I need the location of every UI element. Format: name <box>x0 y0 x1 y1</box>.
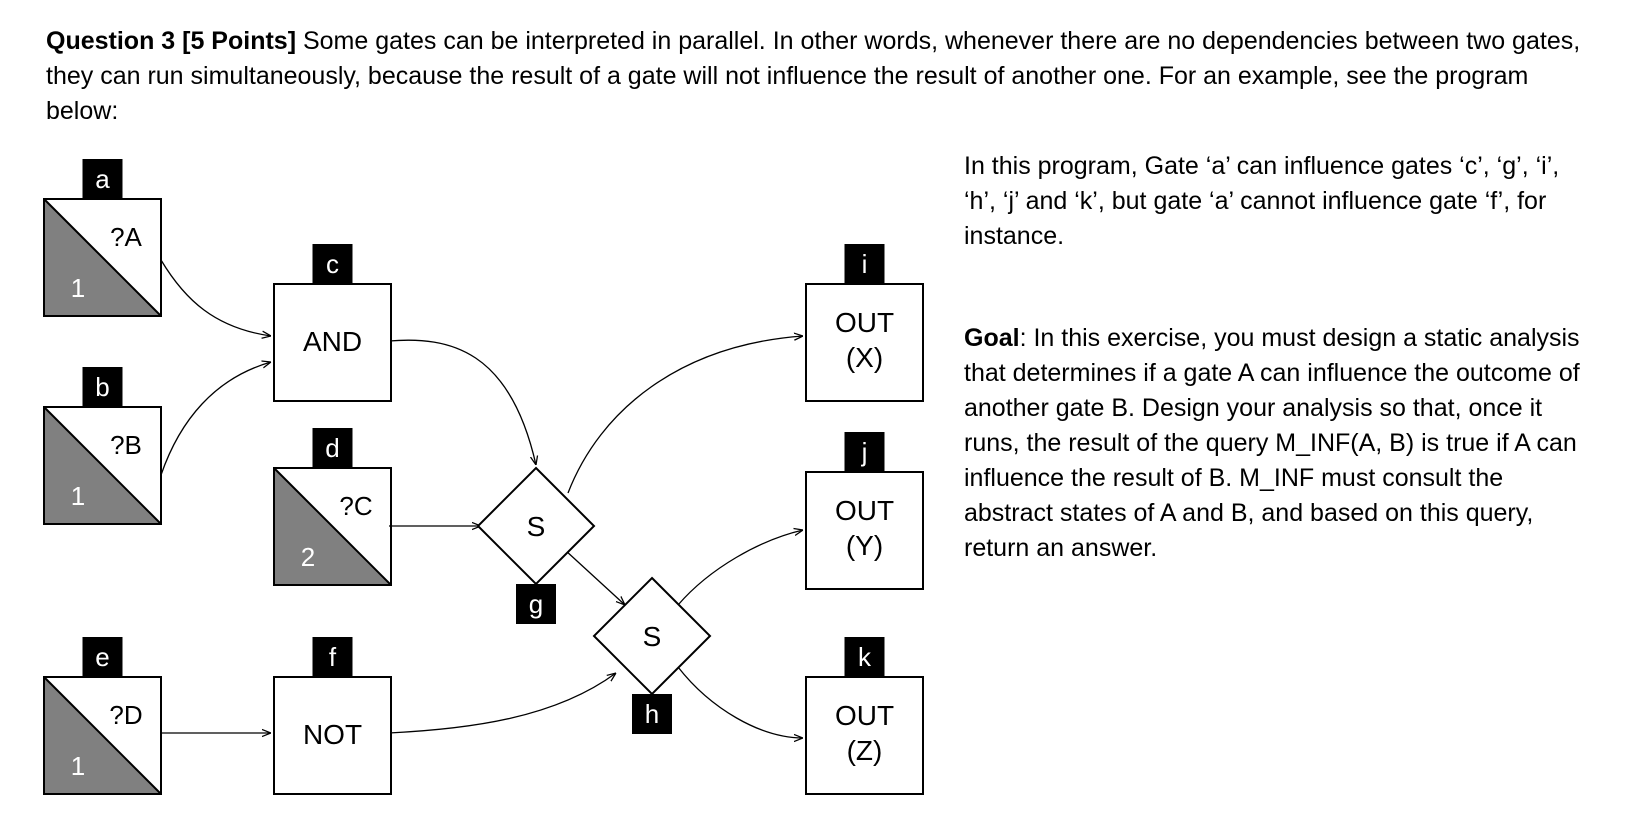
output-box <box>805 471 924 590</box>
selector-gate-h: Sh <box>592 576 712 734</box>
input-num-label: 2 <box>301 542 315 572</box>
input-gate-e-tag-label: e <box>95 642 109 672</box>
op-label: NOT <box>303 719 362 750</box>
edge-b-c <box>160 362 271 476</box>
output-gate-k-tag-label: k <box>858 642 872 672</box>
op-box <box>273 676 392 795</box>
input-var-label: ?B <box>110 430 142 460</box>
example-paragraph: In this program, Gate ‘a’ can influence … <box>964 152 1560 250</box>
selector-gate-g: Sg <box>476 466 596 624</box>
output-gate-i-tag <box>844 244 885 284</box>
op-gate-c: AND c <box>273 244 392 402</box>
question-intro: Some gates can be interpreted in paralle… <box>46 27 1581 125</box>
output-label-line1: OUT <box>835 307 894 338</box>
output-label-line1: OUT <box>835 495 894 526</box>
selector-gate-h-tag <box>632 694 672 734</box>
input-num-label: 1 <box>71 481 85 511</box>
goal-text: : In this exercise, you must design a st… <box>964 324 1580 562</box>
input-gate-d-tag <box>312 428 353 468</box>
selector-gate-h-tag-label: h <box>645 699 659 729</box>
input-gate-a-tag-label: a <box>95 164 110 194</box>
edge-h-k <box>677 666 803 738</box>
selector-gate-g-tag <box>516 584 556 624</box>
output-gate-i: OUT (X) i <box>805 244 924 402</box>
input-gate-b-tag <box>82 367 123 407</box>
output-label-line2: (Y) <box>846 530 883 561</box>
output-box <box>805 283 924 402</box>
op-gate-c-tag <box>312 244 353 284</box>
op-gate-f-tag <box>312 637 353 677</box>
selector-label: S <box>643 621 662 652</box>
input-gate-b: ?B 1 b <box>43 367 162 525</box>
op-gate-c-tag-label: c <box>326 249 339 279</box>
output-label-line1: OUT <box>835 700 894 731</box>
input-gate-e: ?D 1 e <box>43 637 162 795</box>
question-text: Question 3 [5 Points] Some gates can be … <box>46 24 1591 129</box>
selector-label: S <box>527 511 546 542</box>
input-diagonal <box>43 406 162 525</box>
selector-gate-g-tag-label: g <box>529 589 543 619</box>
input-var-label: ?C <box>339 491 372 521</box>
goal-paragraph: Goal: In this exercise, you must design … <box>964 321 1584 566</box>
input-var-label: ?A <box>110 222 142 252</box>
input-var-label: ?D <box>109 700 142 730</box>
edge-g-h <box>564 549 625 605</box>
input-gate-a-tag <box>82 159 123 199</box>
op-gate-f-tag-label: f <box>329 642 337 672</box>
goal-label: Goal <box>964 324 1020 352</box>
input-gate-e-tag <box>82 637 123 677</box>
op-label: AND <box>303 326 362 357</box>
input-gate-a: ?A 1 a <box>43 159 162 317</box>
input-gate-b-tag-label: b <box>95 372 109 402</box>
output-gate-j-tag <box>844 432 885 472</box>
connections <box>160 259 803 738</box>
question-heading: Question 3 [5 Points] <box>46 27 297 55</box>
output-gate-j: OUT (Y) j <box>805 432 924 590</box>
edge-h-j <box>677 530 803 606</box>
edge-g-i <box>567 336 803 494</box>
input-diagonal <box>273 467 392 586</box>
input-gate-d-tag-label: d <box>325 433 339 463</box>
output-box <box>805 676 924 795</box>
output-gate-j-tag-label: j <box>861 437 868 467</box>
input-diagonal <box>43 676 162 795</box>
edge-f-h <box>388 673 616 734</box>
op-gate-f: NOT f <box>273 637 392 795</box>
input-gate-d: ?C 2 d <box>273 428 392 586</box>
output-gate-k: OUT (Z) k <box>805 637 924 795</box>
input-num-label: 1 <box>71 273 85 303</box>
output-label-line2: (Z) <box>847 735 883 766</box>
op-box <box>273 283 392 402</box>
output-gate-k-tag <box>844 637 885 677</box>
edge-a-c <box>160 259 271 336</box>
edge-c-g <box>388 339 536 465</box>
input-diagonal <box>43 198 162 317</box>
input-num-label: 1 <box>71 751 85 781</box>
output-gate-i-tag-label: i <box>862 249 868 279</box>
output-label-line2: (X) <box>846 342 883 373</box>
